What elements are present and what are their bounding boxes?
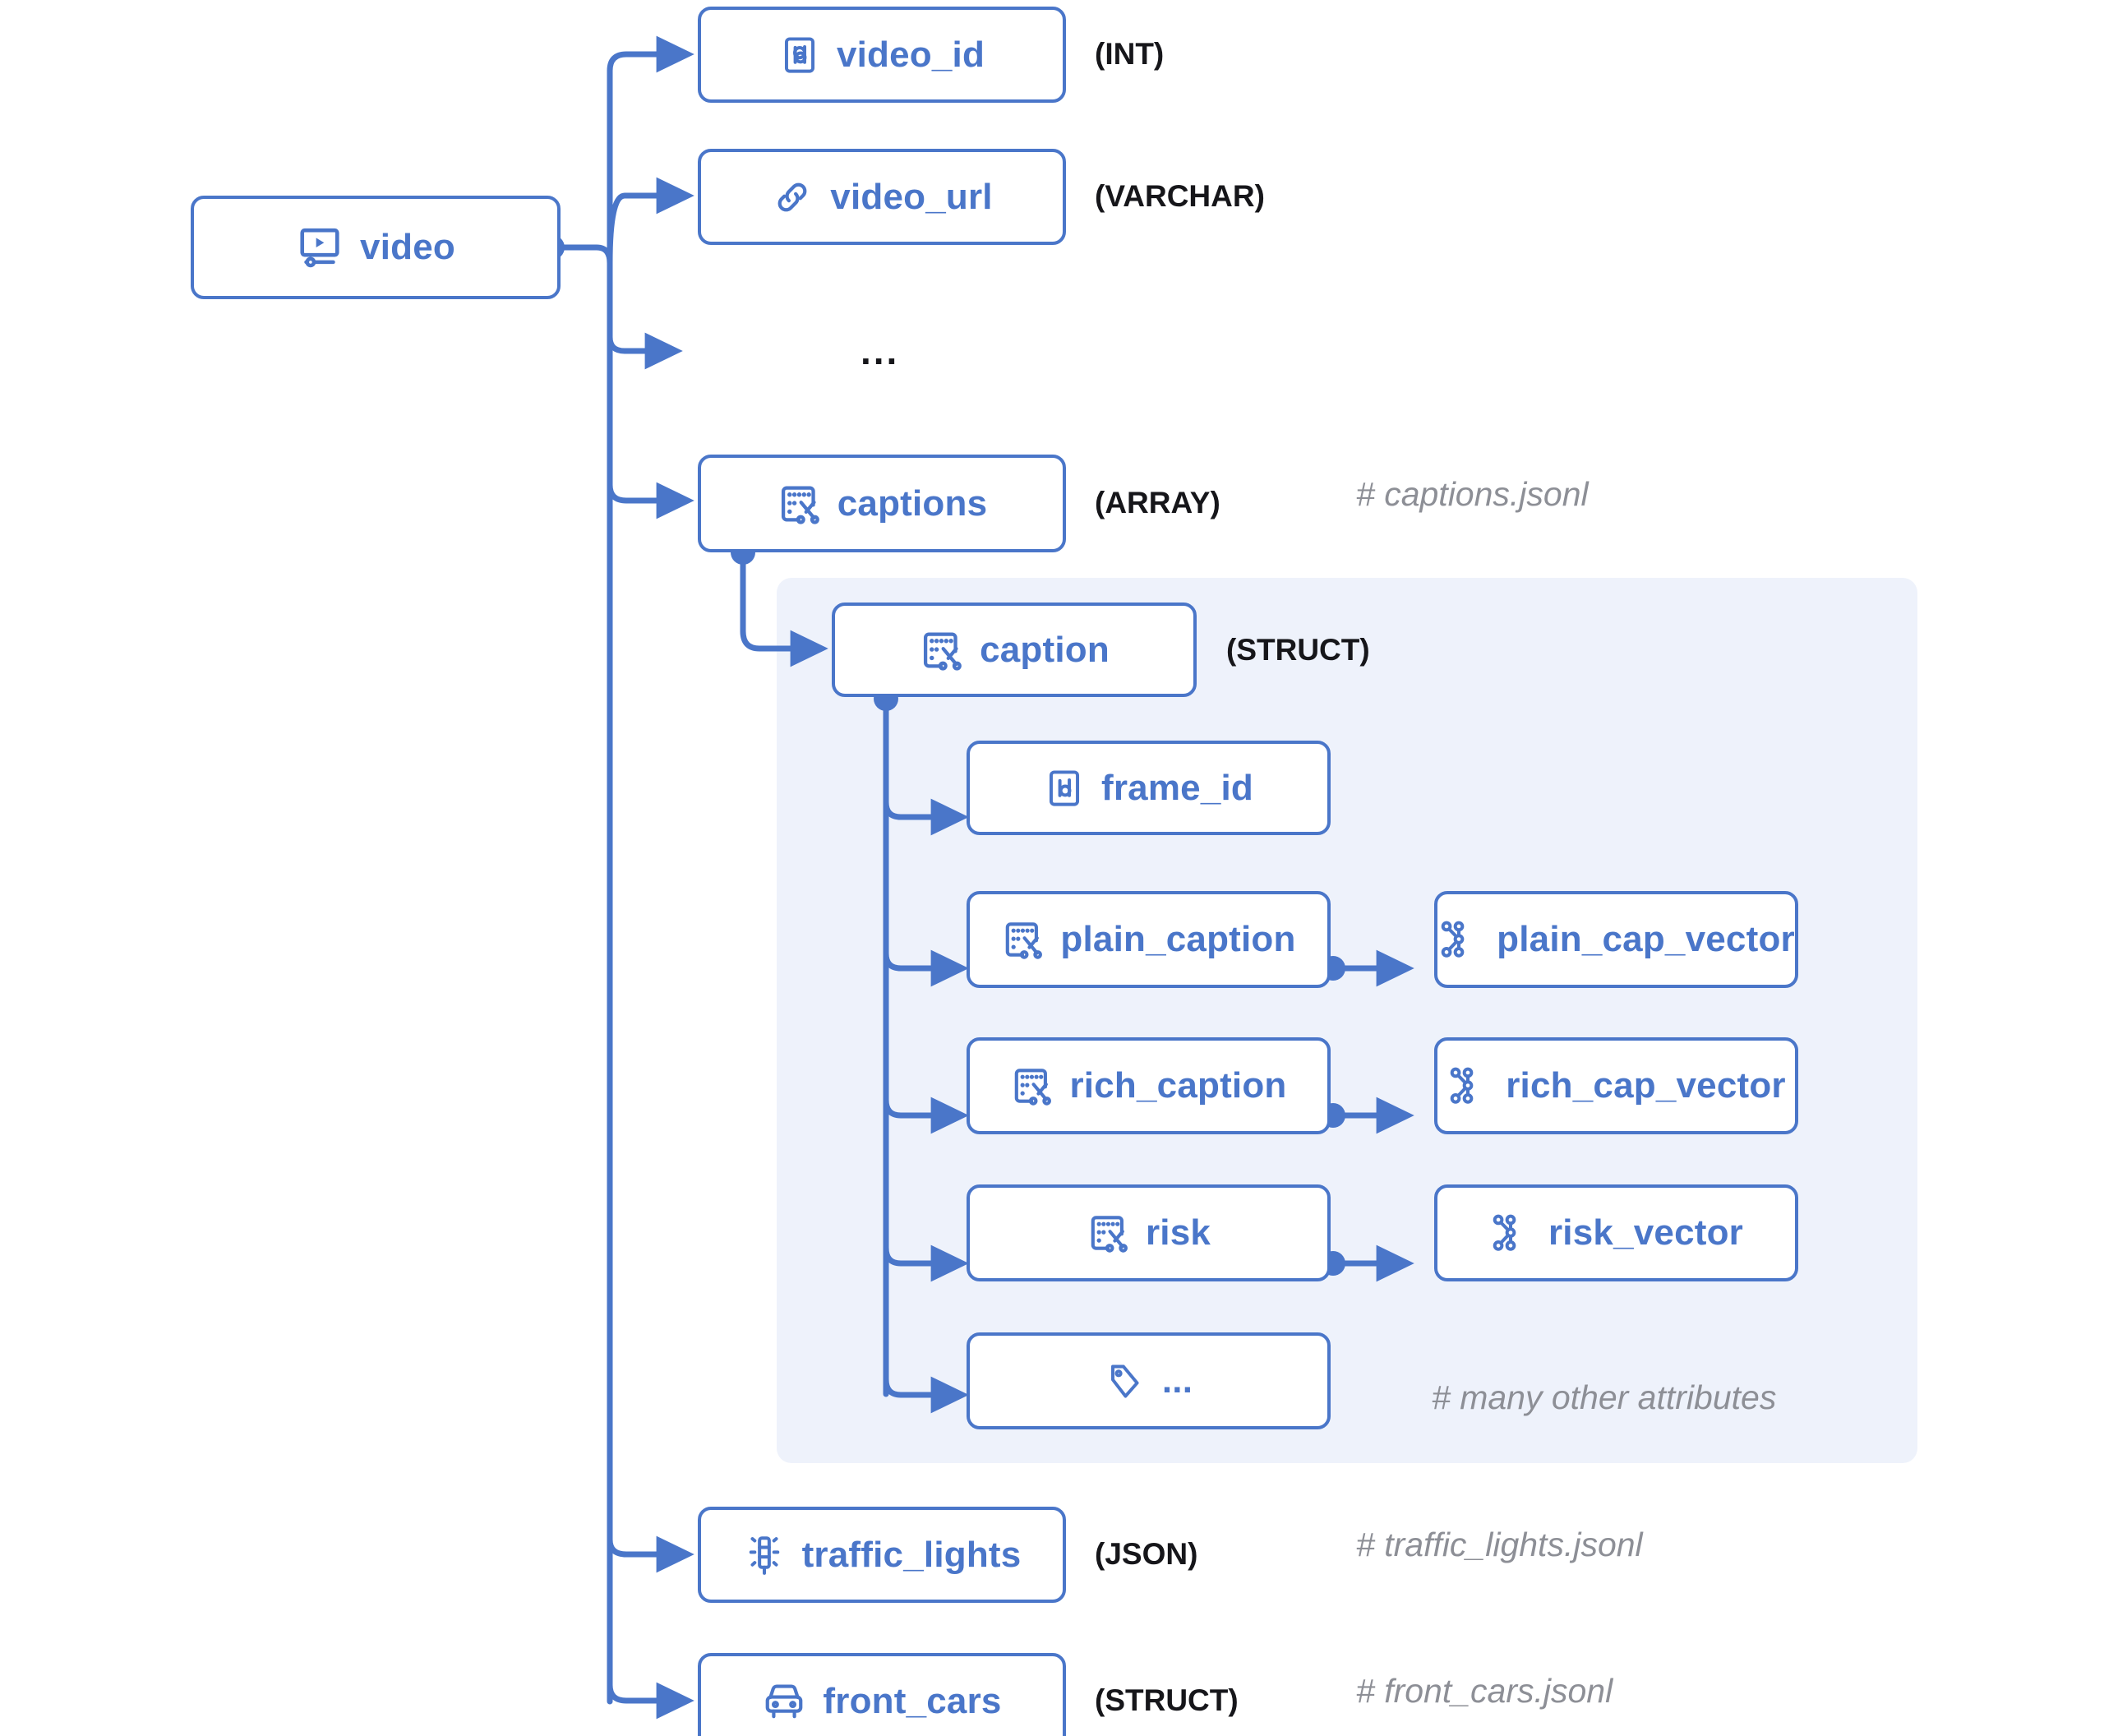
node-captions[interactable]: captions [698,455,1066,552]
node-label: risk [1145,1212,1211,1253]
node-risk[interactable]: risk [967,1184,1331,1281]
comment-front-cars: # front_cars.jsonl [1356,1672,1613,1710]
caption-clip-icon [1001,918,1044,961]
node-ellipsis-level1: ... [861,330,900,372]
node-video-id[interactable]: video_id [698,7,1066,103]
node-rich-caption[interactable]: rich_caption [967,1037,1331,1134]
node-risk-vector[interactable]: risk_vector [1434,1184,1798,1281]
node-other-attributes[interactable]: ... [967,1332,1331,1429]
car-front-icon [762,1679,806,1724]
node-frame-id[interactable]: frame_id [967,741,1331,835]
node-label: plain_cap_vector [1497,919,1795,959]
caption-clip-icon [1010,1064,1053,1107]
type-tag-video-id: (INT) [1095,37,1165,71]
node-label: traffic_lights [801,1534,1022,1575]
id-badge-icon [1044,768,1085,809]
node-video[interactable]: video [191,196,561,299]
link-chain-icon [771,176,814,219]
id-badge-icon [779,35,820,76]
node-label: video [360,227,455,267]
comment-captions: # captions.jsonl [1356,475,1589,513]
vector-graph-icon [1437,918,1480,961]
caption-clip-icon [777,482,821,526]
caption-struct-panel [777,578,1917,1463]
type-tag-captions: (ARRAY) [1095,486,1220,519]
caption-clip-icon [919,628,963,672]
type-tag-video-url: (VARCHAR) [1095,179,1265,213]
node-plain-cap-vector[interactable]: plain_cap_vector [1434,891,1798,988]
node-label: caption [980,629,1110,670]
node-label: front_cars [823,1680,1002,1721]
vector-graph-icon [1489,1212,1532,1254]
comment-other-attributes: # many other attributes [1432,1378,1777,1416]
node-label: rich_caption [1069,1065,1287,1106]
node-label: plain_caption [1060,919,1296,959]
video-player-icon [296,224,344,271]
node-label: video_url [830,176,993,217]
node-label: rich_cap_vector [1506,1065,1786,1106]
node-rich-cap-vector[interactable]: rich_cap_vector [1434,1037,1798,1134]
tag-icon [1105,1360,1146,1401]
node-caption-struct[interactable]: caption [832,603,1197,697]
node-front-cars[interactable]: front_cars [698,1653,1066,1736]
node-label: ... [1161,1360,1193,1401]
type-tag-caption-struct: (STRUCT) [1226,633,1370,667]
node-label: risk_vector [1548,1212,1744,1253]
type-tag-traffic-lights: (JSON) [1095,1537,1198,1571]
comment-traffic-lights: # traffic_lights.jsonl [1356,1526,1643,1563]
node-traffic-lights[interactable]: traffic_lights [698,1507,1066,1603]
vector-graph-icon [1446,1064,1489,1107]
node-label: frame_id [1100,767,1253,808]
type-tag-front-cars: (STRUCT) [1095,1683,1239,1717]
node-plain-caption[interactable]: plain_caption [967,891,1331,988]
traffic-light-icon [743,1534,786,1577]
caption-clip-icon [1087,1212,1129,1254]
node-video-url[interactable]: video_url [698,149,1066,245]
node-label: captions [837,482,988,524]
node-label: video_id [836,34,985,75]
